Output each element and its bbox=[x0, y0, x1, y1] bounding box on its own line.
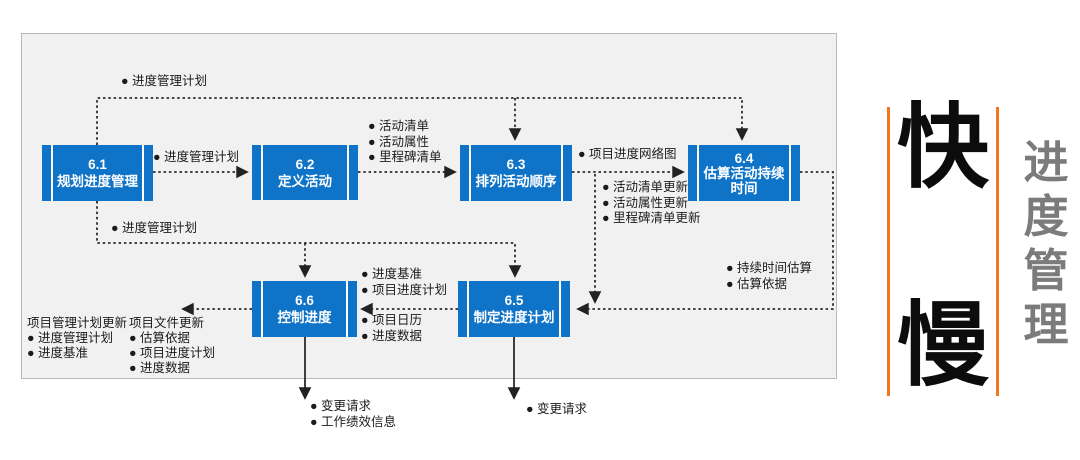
process-name: 制定进度计划 bbox=[473, 310, 555, 325]
process-name: 排列活动顺序 bbox=[475, 174, 557, 189]
label-line: ● 活动清单 bbox=[368, 119, 430, 133]
label-line: ● 项目进度网络图 bbox=[578, 147, 677, 161]
label-outputs-65-lower: ● 项目日历 ● 进度数据 bbox=[361, 313, 422, 344]
label-network-diagram: ● 项目进度网络图 bbox=[578, 147, 677, 163]
process-box-62: 6.2 定义活动 bbox=[252, 145, 358, 200]
label-pm-plan-updates: 项目管理计划更新 ● 进度管理计划 ● 进度基准 bbox=[27, 316, 127, 361]
label-line: ● 进度管理计划 bbox=[121, 74, 208, 88]
label-line: ● 活动清单更新 bbox=[602, 180, 689, 194]
label-doc-updates: 项目文件更新 ● 估算依据 ● 项目进度计划 ● 进度数据 bbox=[129, 316, 215, 376]
label-line: ● 里程碑清单更新 bbox=[602, 211, 701, 225]
process-box-61: 6.1 规划进度管理 bbox=[42, 145, 153, 201]
label-line: ● 进度基准 bbox=[27, 346, 89, 360]
vertical-title-char: 进 bbox=[1023, 137, 1069, 188]
label-line: ● 进度基准 bbox=[361, 267, 423, 281]
process-name: 规划进度管理 bbox=[57, 174, 138, 189]
label-outputs-64: ● 持续时间估算 ● 估算依据 bbox=[726, 261, 812, 292]
label-outputs-65-upper: ● 进度基准 ● 项目进度计划 bbox=[361, 267, 447, 298]
label-line: ● 项目日历 bbox=[361, 313, 423, 327]
process-box-64: 6.4 估算活动持续 时间 bbox=[688, 145, 800, 201]
label-line: ● 工作绩效信息 bbox=[310, 414, 397, 429]
process-number: 6.6 bbox=[295, 293, 314, 308]
label-plan-mid: ● 进度管理计划 bbox=[111, 221, 197, 237]
label-line: ● 进度管理计划 bbox=[111, 221, 198, 235]
process-box-63: 6.3 排列活动顺序 bbox=[460, 145, 572, 201]
fast-character: 快 bbox=[896, 97, 989, 199]
label-line: ● 估算依据 bbox=[129, 331, 191, 345]
process-number: 6.4 bbox=[734, 150, 754, 166]
vertical-title-schedule-management: 进 度 管 理 bbox=[1019, 136, 1073, 352]
label-line: ● 里程碑清单 bbox=[368, 150, 442, 164]
label-outputs-65-bottom: ● 变更请求 bbox=[526, 402, 587, 418]
process-box-65: 6.5 制定进度计划 bbox=[458, 281, 570, 337]
label-plan-61-62: ● 进度管理计划 bbox=[153, 150, 239, 166]
label-line: ● 进度数据 bbox=[129, 361, 191, 375]
process-number: 6.2 bbox=[295, 156, 315, 172]
process-name: 定义活动 bbox=[278, 173, 332, 189]
process-box-66: 6.6 控制进度 bbox=[252, 281, 357, 337]
process-name-line2: 时间 bbox=[730, 180, 758, 196]
label-outputs-62: ● 活动清单 ● 活动属性 ● 里程碑清单 bbox=[368, 119, 442, 166]
label-heading: 项目文件更新 bbox=[129, 316, 205, 330]
label-line: ● 项目进度计划 bbox=[129, 346, 216, 360]
label-line: ● 估算依据 bbox=[726, 276, 788, 291]
vertical-title-char: 管 bbox=[1023, 245, 1069, 296]
label-line: ● 变更请求 bbox=[526, 402, 588, 416]
vertical-title-char: 度 bbox=[1023, 191, 1069, 242]
label-line: ● 项目进度计划 bbox=[361, 282, 448, 297]
label-line: ● 变更请求 bbox=[310, 399, 372, 413]
label-line: ● 进度管理计划 bbox=[27, 331, 114, 345]
vertical-title-char: 理 bbox=[1023, 299, 1069, 350]
orange-divider-left bbox=[887, 107, 890, 396]
label-top-schedule-plan: ● 进度管理计划 bbox=[121, 74, 207, 90]
label-line: ● 持续时间估算 bbox=[726, 261, 813, 275]
process-number: 6.5 bbox=[504, 293, 524, 308]
slow-character: 慢 bbox=[896, 295, 989, 397]
label-line: ● 活动属性更新 bbox=[602, 195, 689, 210]
label-outputs-66-bottom: ● 变更请求 ● 工作绩效信息 bbox=[310, 399, 396, 430]
label-heading: 项目管理计划更新 bbox=[27, 316, 128, 330]
process-number: 6.3 bbox=[506, 157, 526, 172]
label-line: ● 进度数据 bbox=[361, 328, 423, 343]
label-outputs-63-updates: ● 活动清单更新 ● 活动属性更新 ● 里程碑清单更新 bbox=[602, 180, 701, 227]
label-line: ● 活动属性 bbox=[368, 134, 430, 149]
orange-divider-right bbox=[996, 107, 999, 396]
process-name: 估算活动持续 bbox=[703, 165, 785, 181]
process-name: 控制进度 bbox=[277, 310, 332, 325]
process-number: 6.1 bbox=[88, 157, 107, 172]
label-line: ● 进度管理计划 bbox=[153, 150, 240, 164]
